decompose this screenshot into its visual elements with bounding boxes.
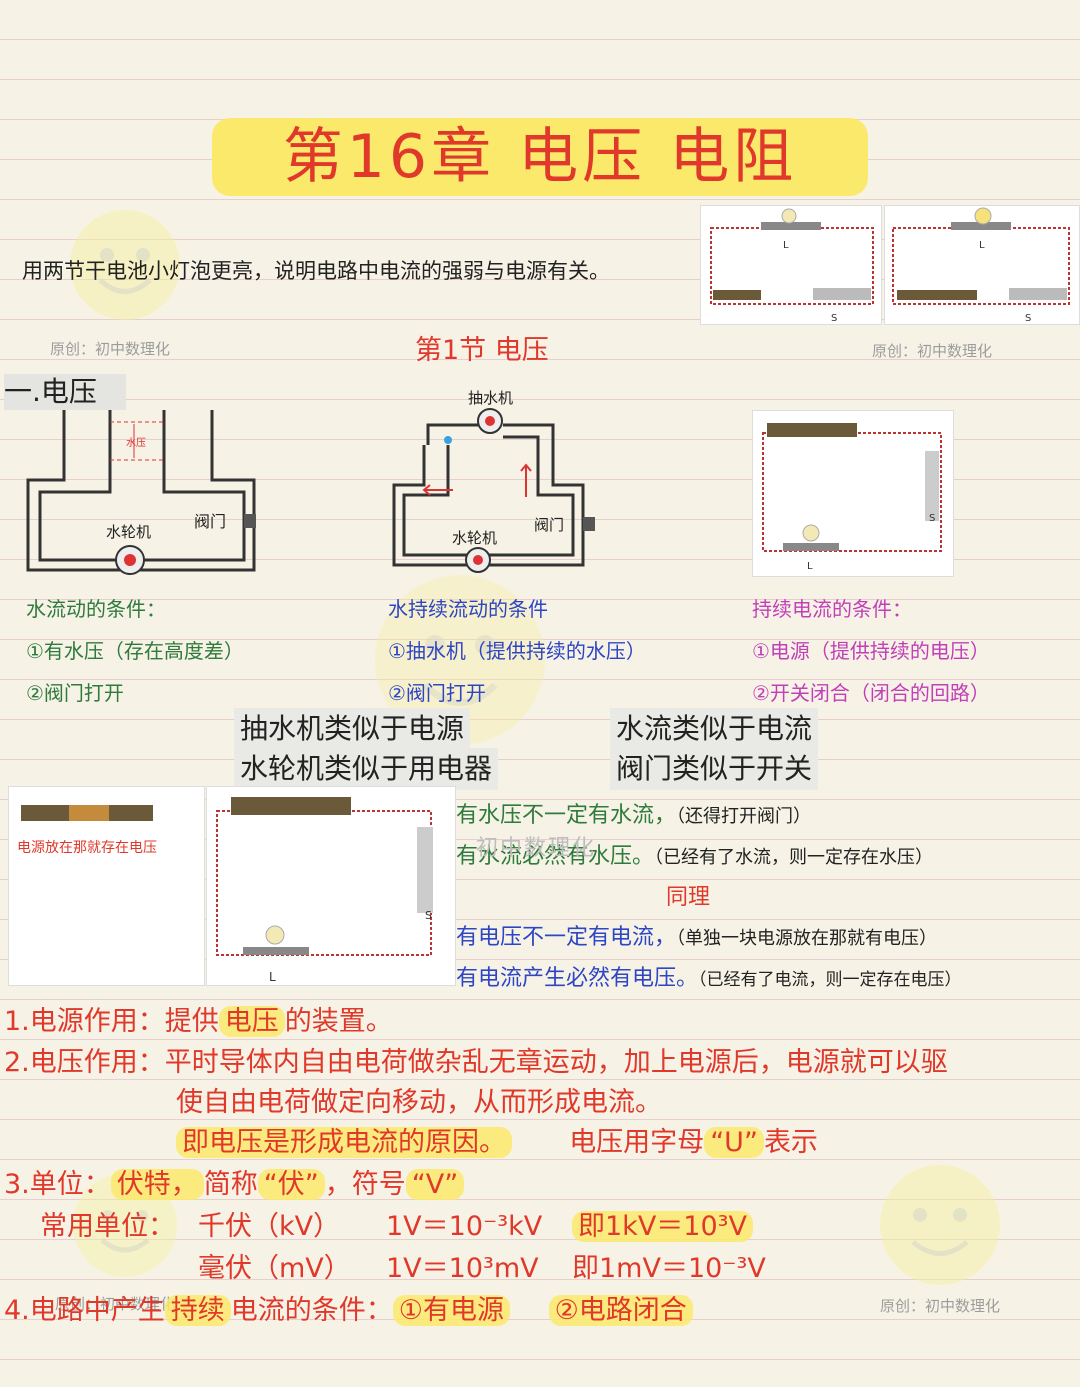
switch-label: S (1025, 313, 1031, 324)
millivolt-relation: 1V＝10³mV (386, 1253, 539, 1284)
millivolt-name: 毫伏（mV） (198, 1253, 351, 1284)
switch-label: S (929, 513, 935, 524)
column-item: ②阀门打开 (26, 681, 124, 705)
column-item: ②阀门打开 (388, 681, 486, 705)
point-1-power-source: 1.电源作用：提供电压的装置。 (4, 1001, 393, 1043)
point-4-tail: 电流的条件： (230, 1295, 393, 1326)
voltage-heading: 一.电压 (4, 374, 126, 410)
circuit-one-battery-image: L S (700, 205, 882, 325)
closed-circuit-image: S L (752, 410, 954, 577)
chapter-title: 第16章 电压 电阻 (212, 118, 868, 196)
analogy-pump: 抽水机类似于电源 (234, 708, 471, 750)
valve-label: 阀门 (534, 516, 564, 534)
switch-label: S (425, 909, 432, 922)
kilovolt-relation: 1V＝10⁻³kV (386, 1211, 543, 1242)
note-water-line2-comment: （已经有了水流，则一定存在水压） (654, 847, 934, 868)
note-voltage-line3-comment: （单独一块电源放在那就有电压） (676, 928, 938, 949)
unit-volt-highlight: 伏特， (110, 1169, 204, 1200)
common-units-label: 常用单位： (40, 1211, 175, 1242)
bulb-label: L (979, 240, 985, 251)
point-3-unit: 3.单位：伏特，简称“伏”，符号“V” (4, 1164, 465, 1206)
voltage-cause-highlight: 即电压是形成电流的原因。 (176, 1127, 512, 1158)
column-item: ①电源（提供持续的电压） (752, 639, 990, 663)
note-voltage-line3: 有电压不一定有电流， (456, 925, 677, 950)
smiley-sticker-icon (375, 575, 545, 745)
watermark-center-text: 初中数理化 (476, 836, 597, 861)
valve-label: 阀门 (194, 512, 226, 531)
note-water-line2: 有水流必然有水压。 (456, 844, 655, 869)
bulb-label: L (807, 561, 813, 572)
watermark-text: 原创：初中数理化 (880, 1297, 1001, 1315)
battery-icon (21, 805, 153, 821)
intro-text: 用两节干电池小灯泡更亮，说明电路中电流的强弱与电源有关。 (22, 259, 610, 283)
continuous-water-flow-conditions: 水持续流动的条件 ①抽水机（提供持续的水压） ②阀门打开 (388, 588, 646, 714)
note-voltage-line4-comment: （已经有了电流，则一定存在电压） (698, 970, 962, 990)
analogy-water-flow: 水流类似于电流 (610, 708, 819, 750)
bulb-label: L (269, 970, 276, 984)
point-1-highlight: 电压 (218, 1006, 285, 1037)
water-pump-diagram: 抽水机 水轮机 阀门 (392, 389, 595, 573)
note-same-reason: 同理 (666, 885, 711, 910)
column-title: 水持续流动的条件 (388, 597, 548, 621)
point-1-label: 1.电源作用：提供 (4, 1006, 219, 1037)
battery-image-panel: 电源放在那就存在电压 (8, 786, 205, 986)
condition-power-source: ①有电源 (392, 1295, 510, 1326)
column-title: 持续电流的条件： (752, 597, 912, 621)
point-2-voltage-role-cont: 使自由电荷做定向移动，从而形成电流。 (176, 1087, 662, 1118)
circuit-with-switch-image: S L (206, 786, 456, 986)
water-pressure-diagram: 水压 水轮机 阀门 (26, 410, 256, 575)
millivolt-relation-2: 即1mV＝10⁻³V (572, 1253, 766, 1284)
point-1-tail: 的装置。 (284, 1006, 393, 1037)
point-2-voltage-role: 2.电压作用：平时导体内自由电荷做杂乱无章运动，加上电源后，电源就可以驱 (4, 1047, 948, 1078)
voltage-symbol-tail: 表示 (763, 1127, 818, 1158)
analogy-water-wheel: 水轮机类似于用电器 (234, 748, 499, 790)
point-4-label: 4.电路中产生 (4, 1295, 165, 1326)
water-pressure-label: 水压 (126, 437, 146, 449)
point-4-continuous-highlight: 持续 (164, 1295, 231, 1326)
kilovolt-name: 千伏（kV） (198, 1211, 341, 1242)
note-water-line1-comment: （还得打开阀门） (676, 806, 812, 827)
water-voltage-notes: 有水压不一定有水流，（还得打开阀门） 有水流必然有水压。（已经有了水流，则一定存… (456, 796, 1076, 1000)
water-wheel-label: 水轮机 (452, 529, 497, 547)
bulb-label: L (783, 240, 789, 251)
battery-caption: 电源放在那就存在电压 (17, 840, 157, 856)
unit-short-label: 简称 (203, 1169, 258, 1200)
column-title: 水流动的条件： (26, 597, 166, 621)
water-wheel-label: 水轮机 (106, 523, 151, 541)
condition-closed-circuit: ②电路闭合 (548, 1295, 693, 1326)
voltage-symbol-label: 电压用字母 (569, 1127, 705, 1158)
note-voltage-line4: 有电流产生必然有电压。 (456, 966, 699, 991)
voltage-symbol-highlight: “U” (704, 1127, 764, 1158)
point-2-voltage-cause: 即电压是形成电流的原因。 电压用字母“U”表示 (176, 1122, 818, 1164)
unit-label: 3.单位： (4, 1169, 111, 1200)
watermark-text: 原创：初中数理化 (50, 340, 171, 358)
watermark-text: 原创：初中数理化 (872, 342, 993, 360)
point-4-current-conditions: 4.电路中产生持续电流的条件：①有电源 ②电路闭合 (4, 1290, 693, 1332)
note-water-line1: 有水压不一定有水流， (456, 803, 677, 828)
kilovolt-relation-highlight: 即1kV＝10³V (572, 1211, 753, 1242)
smiley-sticker-icon (880, 1165, 1000, 1285)
water-flow-conditions: 水流动的条件： ①有水压（存在高度差） ②阀门打开 (26, 588, 244, 714)
unit-short-highlight: “伏” (257, 1169, 325, 1200)
analogy-valve: 阀门类似于开关 (610, 748, 819, 790)
column-item: ①抽水机（提供持续的水压） (388, 639, 646, 663)
unit-symbol-label: ，符号 (324, 1169, 406, 1200)
column-item: ②开关闭合（闭合的回路） (752, 681, 990, 705)
column-item: ①有水压（存在高度差） (26, 639, 244, 663)
continuous-current-conditions: 持续电流的条件： ①电源（提供持续的电压） ②开关闭合（闭合的回路） (752, 588, 990, 714)
section-title: 第1节 电压 (415, 335, 549, 366)
unit-symbol-highlight: “V” (405, 1169, 465, 1200)
circuit-two-battery-image: L S (884, 205, 1080, 325)
kilovolt-relation-2: 即1kV＝10³V (572, 1206, 753, 1248)
pump-label: 抽水机 (468, 389, 513, 407)
smiley-sticker-icon (70, 210, 180, 320)
switch-label: S (831, 313, 837, 324)
watermark-text: 原创：初中数理化 (55, 1295, 176, 1313)
